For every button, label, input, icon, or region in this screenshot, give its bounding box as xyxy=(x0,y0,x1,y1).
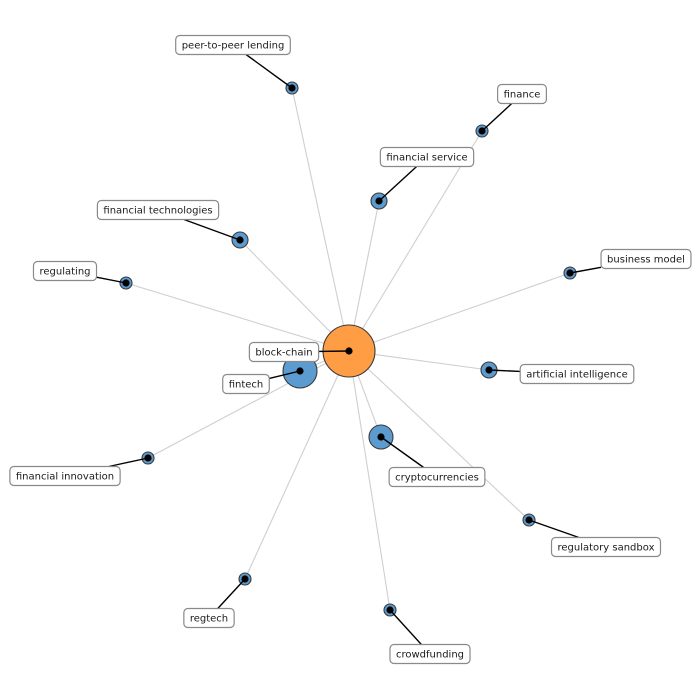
node-cryptocurrencies-leader xyxy=(380,436,425,469)
node-financial-innovation-label: financial innovation xyxy=(16,472,114,483)
node-regtech-label-box xyxy=(183,607,235,629)
node-artificial-intelligence-leader xyxy=(488,369,521,373)
node-regulating-label-box xyxy=(32,260,98,282)
node-financial-innovation-leader xyxy=(108,457,149,468)
node-regtech-leader xyxy=(217,578,246,609)
edge-peer-to-peer-lending xyxy=(291,87,350,352)
edges-layer xyxy=(125,87,571,611)
node-fintech-label: fintech xyxy=(229,380,264,391)
edge-crowdfunding xyxy=(348,350,391,611)
node-crowdfunding-label: crowdfunding xyxy=(396,650,464,661)
node-financial-service-anchor-dot xyxy=(375,197,383,205)
node-business-model-leader xyxy=(569,266,602,274)
edge-regtech xyxy=(244,350,350,580)
node-peer-to-peer-lending-label-box xyxy=(175,34,291,56)
node-cryptocurrencies-anchor-dot xyxy=(377,433,385,441)
node-finance-label-box xyxy=(497,83,547,105)
node-crowdfunding-anchor-dot xyxy=(386,606,394,614)
node-peer-to-peer-lending-leader xyxy=(245,53,293,89)
node-financial-technologies-label: financial technologies xyxy=(103,206,212,217)
node-financial-technologies-label-box xyxy=(96,199,220,221)
node-business-model-label: business model xyxy=(607,255,685,266)
edge-regulatory-sandbox xyxy=(348,350,530,521)
node-fintech-anchor-dot xyxy=(296,367,304,375)
node-regtech-label: regtech xyxy=(190,614,228,625)
node-business-model-anchor-dot xyxy=(566,269,574,277)
node-cryptocurrencies-label: cryptocurrencies xyxy=(395,473,479,484)
node-regulatory-sandbox-label-box xyxy=(550,536,662,558)
node-regtech-anchor-dot xyxy=(241,575,249,583)
node-peer-to-peer-lending-label: peer-to-peer lending xyxy=(182,41,285,52)
node-regulatory-sandbox-anchor-dot xyxy=(525,516,533,524)
edge-business-model xyxy=(348,272,571,352)
node-regulating-anchor-dot xyxy=(122,279,130,287)
node-fintech-leader xyxy=(269,370,301,380)
node-block-chain-label-box xyxy=(248,341,320,363)
node-block-chain-label: block-chain xyxy=(255,348,312,359)
edge-financial-innovation xyxy=(147,350,350,459)
node-finance-anchor-dot xyxy=(478,127,486,135)
node-finance-leader xyxy=(481,102,513,132)
node-financial-service-label-box xyxy=(379,146,475,168)
node-crowdfunding-label-box xyxy=(389,643,471,665)
leaders-layer xyxy=(96,53,602,645)
node-regulatory-sandbox-label: regulatory sandbox xyxy=(558,543,655,554)
node-financial-service-label: financial service xyxy=(386,153,467,164)
node-regulating-label: regulating xyxy=(39,267,90,278)
edge-finance xyxy=(348,130,483,352)
node-regulating-leader xyxy=(96,276,127,284)
labels-layer: peer-to-peer lending finance financial ser… xyxy=(9,34,692,665)
node-block-chain-anchor-dot xyxy=(345,347,353,355)
node-artificial-intelligence-anchor-dot xyxy=(485,366,493,374)
node-artificial-intelligence-label-box xyxy=(519,363,635,385)
node-business-model-label-box xyxy=(600,248,692,270)
node-financial-technologies-leader xyxy=(183,218,241,241)
node-financial-service-leader xyxy=(378,165,418,202)
node-financial-innovation-label-box xyxy=(9,465,121,487)
node-regulatory-sandbox-leader xyxy=(528,519,580,539)
node-finance-label: finance xyxy=(504,90,541,101)
node-financial-innovation-anchor-dot xyxy=(144,454,152,462)
node-artificial-intelligence-label: artificial intelligence xyxy=(526,370,628,381)
node-financial-technologies-anchor-dot xyxy=(236,236,244,244)
node-peer-to-peer-lending-anchor-dot xyxy=(288,84,296,92)
edge-regulating xyxy=(125,282,350,352)
node-fintech-label-box xyxy=(222,373,270,395)
node-cryptocurrencies-label-box xyxy=(388,466,486,488)
node-crowdfunding-leader xyxy=(389,609,422,645)
